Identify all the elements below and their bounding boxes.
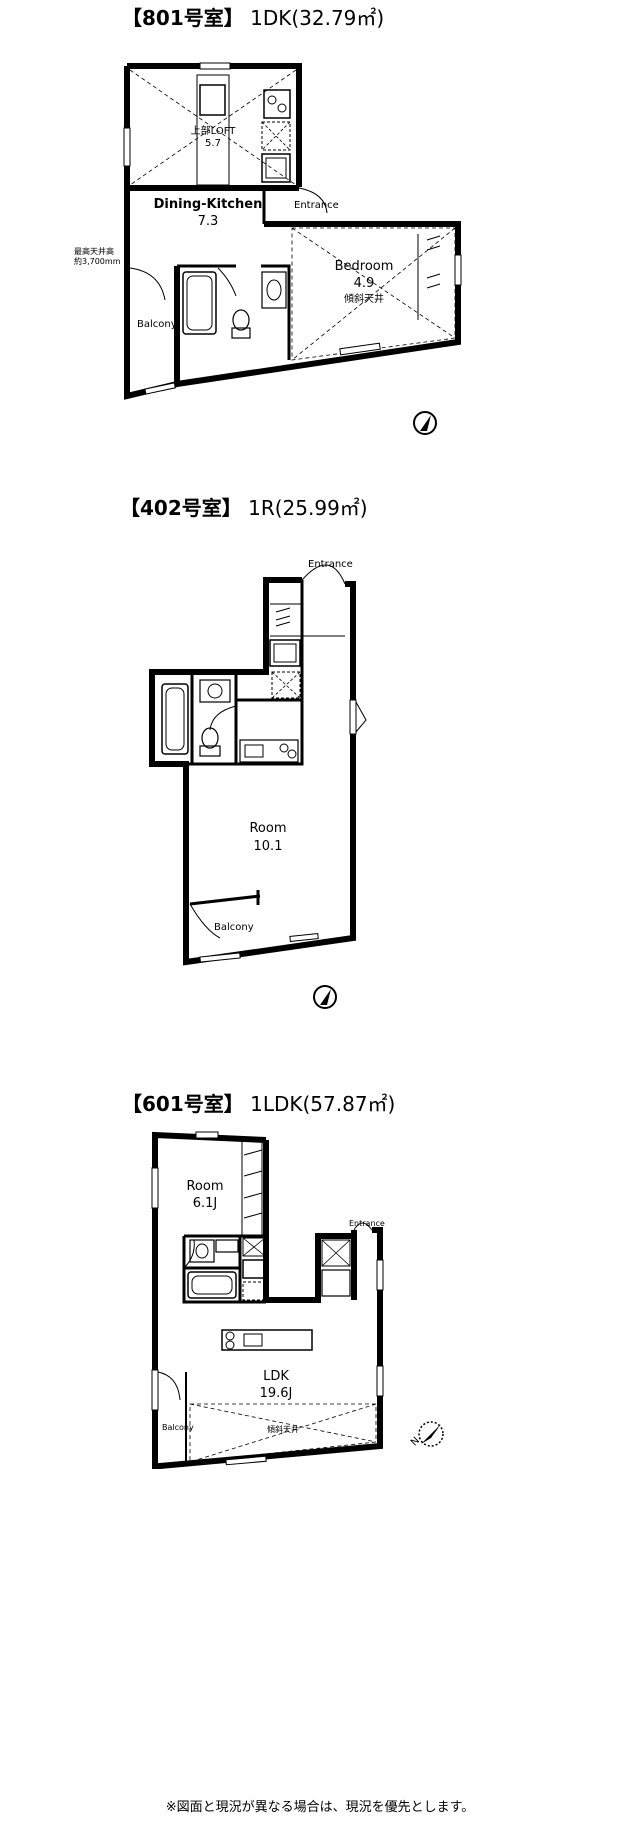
plan-601-title: 【601号室】 1LDK(57.87㎡) [122,1088,395,1117]
plan-601-room-label: Room [186,1179,223,1194]
plan-601-type: 1LDK(57.87㎡) [250,1092,396,1116]
plan-601-entrance: Entrance [349,1219,385,1228]
plan-402-room-size: 10.1 [254,839,283,854]
plan-801-entrance: Entrance [294,200,339,211]
plan-801-loft-size: 5.7 [205,138,221,149]
plan-801-bedroom-size: 4.9 [354,276,375,291]
plan-601-ldk-note: 傾斜天井 [267,1424,299,1434]
plan-601-ldk-label: LDK [263,1369,289,1384]
plan-402-walls [149,577,356,966]
plan-402-title: 【402号室】 1R(25.99㎡) [120,492,368,521]
plan-801-balcony: Balcony [137,319,177,330]
footer-note: ※図面と現況が異なる場合は、現況を優先とします。 [165,1800,475,1815]
plan-601-number: 【601号室】 [122,1092,244,1116]
plan-801-title: 【801号室】 1DK(32.79㎡) [122,2,384,31]
plan-601-balcony: Balcony [162,1423,194,1432]
plan-402-room-label: Room [249,821,286,836]
plan-801-loft-label: 上部LOFT [191,124,237,137]
plan-402-compass-icon [313,985,337,1009]
plan-601-walls [152,1131,383,1469]
plan-402: Room 10.1 Entrance Balcony [149,559,367,1009]
plan-601-compass-icon: N [409,1421,444,1448]
plan-801-bedroom-label: Bedroom [335,259,394,274]
plan-801-type: 1DK(32.79㎡) [250,6,385,30]
plan-601: Room 6.1J LDK 19.6J 傾斜天井 Entrance Balcon… [151,1131,444,1469]
plan-801-dk-size: 7.3 [198,214,219,229]
plan-402-number: 【402号室】 [120,496,242,520]
plan-801-bedroom-walls [174,221,461,388]
plan-801-ceiling-note-1: 最高天井高 [74,246,114,256]
plan-402-type: 1R(25.99㎡) [248,496,368,520]
plan-402-entrance: Entrance [308,559,353,570]
plan-801-dk-label: Dining-Kitchen [154,197,263,212]
plan-601-room-size: 6.1J [193,1196,218,1211]
plan-801-ceiling-note-2: 約3,700mm [74,256,121,266]
plan-402-balcony: Balcony [214,922,254,933]
plan-801-compass-icon [413,411,437,435]
plan-601-ldk-size: 19.6J [260,1386,293,1401]
plan-801-number: 【801号室】 [122,6,244,30]
plan-801: 上部LOFT 5.7 Dining-Kitchen 7.3 Bedroom 4.… [74,62,462,435]
plan-801-bedroom-note: 傾斜天井 [344,292,384,305]
